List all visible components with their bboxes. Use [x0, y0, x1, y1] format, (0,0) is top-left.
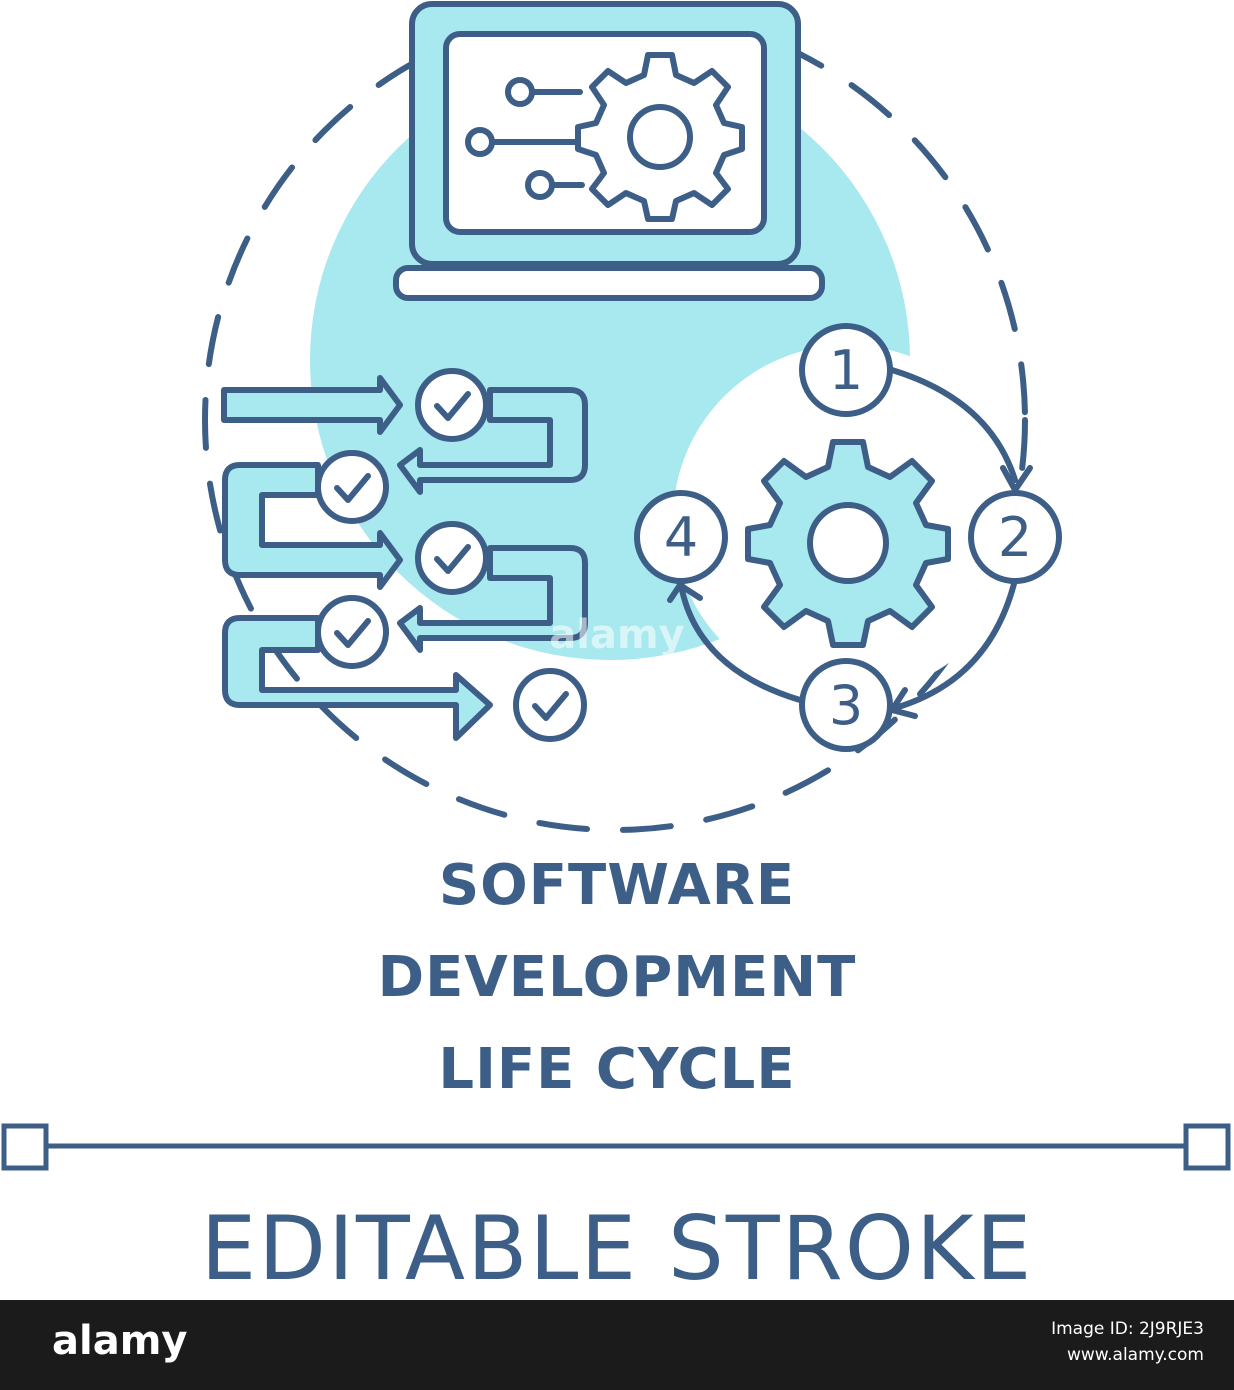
editable-stroke-caption: EDITABLE STROKE: [200, 1197, 1034, 1300]
footer-bar: [0, 1300, 1234, 1390]
title-line-1: SOFTWARE: [438, 853, 796, 918]
cycle-step-2: 2: [998, 506, 1032, 569]
illustration: 1 2 3 4: [1, 1, 1231, 1171]
title-line-2: DEVELOPMENT: [377, 945, 857, 1010]
stroke-bar: [1, 1123, 1231, 1171]
cycle-step-circles: [634, 323, 1062, 752]
footer-logo[interactable]: alamy: [52, 1318, 188, 1364]
footer-image-id: Image ID: 2J9RJE3: [1051, 1319, 1204, 1339]
footer-site[interactable]: www.alamy.com: [1066, 1345, 1204, 1366]
checkmark-icon: [315, 368, 587, 742]
circuit-icon: [465, 77, 585, 200]
cycle-gear-icon: [745, 439, 951, 648]
watermark: alamy: [549, 612, 685, 658]
laptop-icon: [393, 1, 825, 301]
gear-icon: [575, 52, 745, 222]
cycle-step-1: 1: [829, 339, 863, 402]
cycle-step-3: 3: [829, 674, 863, 737]
flow-arrows: [221, 375, 588, 741]
cycle-step-4: 4: [664, 506, 698, 569]
footer-meta: Image ID: 2J9RJE3 www.alamy.com: [1051, 1316, 1204, 1369]
title-line-3: LIFE CYCLE: [438, 1037, 796, 1102]
